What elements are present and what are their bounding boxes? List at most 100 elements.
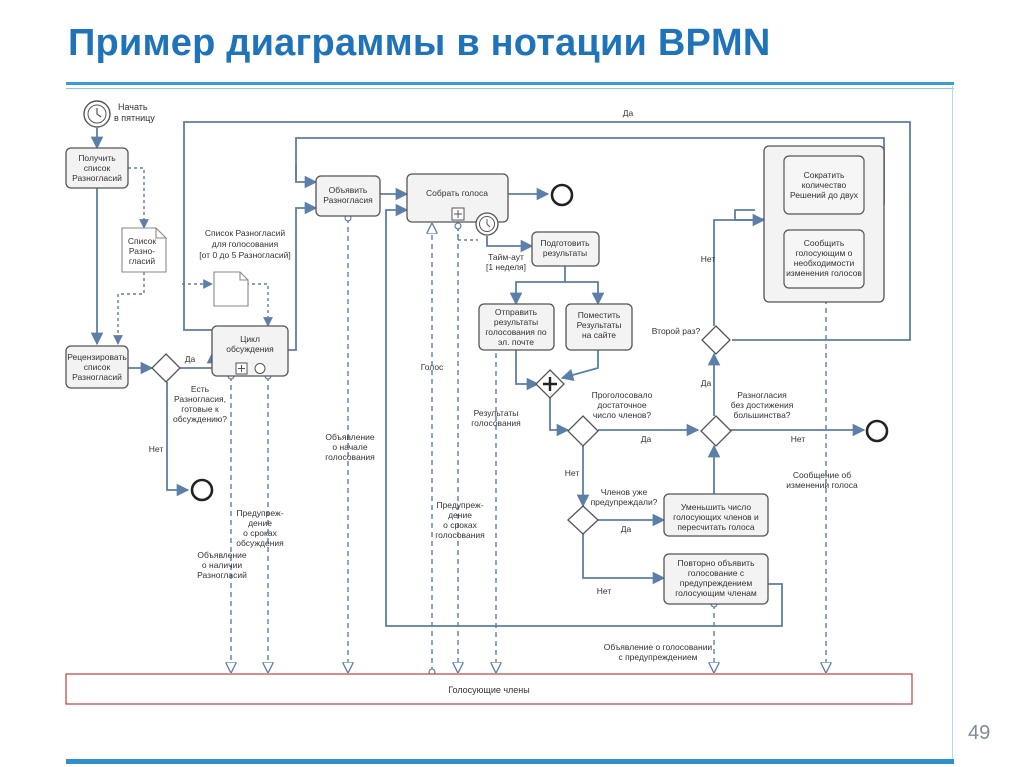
- task-collect-votes-label: Собрать голоса: [426, 188, 488, 198]
- task-review-list: [65, 345, 129, 389]
- msg-vote-start-1: Объявление: [325, 432, 375, 442]
- task-reduce-voters-label-1: Уменьшить число: [681, 502, 751, 512]
- task-collect-votes: [406, 173, 509, 223]
- flow-no-gateway1: Нет: [149, 444, 164, 454]
- msg-results-1: Результаты: [474, 408, 519, 418]
- task-announce-label-1: Объявить: [329, 185, 368, 195]
- data-object-issue-list-vote-label-2: для голосования: [212, 239, 279, 249]
- msg-warning-vote-2: с предупреждением: [618, 652, 697, 662]
- gateway-already-warned: [567, 505, 599, 535]
- flow-yes-no-majority: Да: [701, 378, 712, 388]
- end-event-no-issues: [190, 478, 214, 502]
- task-discussion-cycle-label-2: обсуждения: [226, 344, 274, 354]
- data-object-issue-list-vote-label-3: [от 0 до 5 Разногласий]: [199, 250, 290, 260]
- task-post-results-label-3: на сайте: [582, 330, 616, 340]
- footer-bar: [66, 759, 954, 764]
- task-discussion-cycle: [211, 325, 289, 377]
- data-object-issue-list-label-2: Разно-: [129, 246, 155, 256]
- flow-no-warned: Нет: [597, 586, 612, 596]
- end-event-collect: [550, 183, 574, 207]
- slide-title: Пример диаграммы в нотации BPMN: [68, 22, 771, 64]
- task-prepare-results: [531, 231, 600, 267]
- task-send-results-label-4: эл. почте: [498, 337, 534, 347]
- task-announce-label-2: Разногласия: [323, 195, 373, 205]
- msg-issues-notice-1: Объявление: [197, 550, 247, 560]
- msg-vote-label: Голос: [421, 362, 444, 372]
- parallel-plus-icon: [543, 377, 557, 391]
- task-send-results: [478, 303, 555, 351]
- task-announce: [315, 175, 381, 217]
- end-event-final: [865, 419, 889, 443]
- loop-marker-icon: [254, 363, 266, 374]
- gateway-has-issues-label-1: Есть: [191, 384, 210, 394]
- flow-yes-warned: Да: [621, 524, 632, 534]
- task-send-results-label-2: результаты: [494, 317, 538, 327]
- flow-yes-gateway1: Да: [185, 354, 196, 364]
- task-post-results-label-2: Результаты: [577, 320, 622, 330]
- pool-label: Голосующие члены: [448, 685, 530, 695]
- task-notify-change-label-4: изменения голосов: [786, 268, 862, 278]
- task-post-results-label-1: Поместить: [578, 310, 621, 320]
- msg-warning-vote-1: Объявление о голосовании: [604, 642, 713, 652]
- gateway-enough-voted-label-1: Проголосовало: [592, 390, 653, 400]
- timeout-boundary-timer: [475, 212, 499, 236]
- task-post-results: [565, 303, 633, 351]
- task-reannounce-label-4: голосующим членам: [675, 588, 757, 598]
- start-event-label-1: Начать: [118, 102, 148, 112]
- gateway-second-time: [701, 325, 731, 355]
- gateway-enough-voted-label-3: число членов?: [593, 410, 652, 420]
- task-send-results-label-1: Отправить: [495, 307, 538, 317]
- task-reduce-voters-label-2: голосующих членов и: [673, 512, 759, 522]
- gateway-has-issues-label-2: Разногласия,: [174, 394, 226, 404]
- data-object-issue-list-vote-label-1: Список Разногласий: [205, 228, 286, 238]
- task-notify-change: [783, 229, 865, 289]
- msg-vote-warning-1: Предупреж-: [436, 500, 483, 510]
- msg-discussion-warning-1: Предупреж-: [236, 508, 283, 518]
- data-object-issue-list-label-1: Список: [128, 236, 157, 246]
- gateway-enough-voted: [567, 415, 599, 447]
- flow-yes-enough: Да: [641, 434, 652, 444]
- right-accent-line: [952, 86, 953, 762]
- task-get-list-label-2: список: [84, 163, 111, 173]
- task-reannounce-label-1: Повторно объявить: [677, 558, 755, 568]
- task-notify-change-label-1: Сообщить: [804, 238, 845, 248]
- pool-voting-members: [65, 673, 913, 705]
- gateway-no-majority-label-3: большинства?: [733, 410, 790, 420]
- task-notify-change-label-2: голосующим о: [796, 248, 853, 258]
- flow-no-no-majority: Нет: [791, 434, 806, 444]
- msg-change-1: Сообщение об: [793, 470, 851, 480]
- gateway-no-majority-label-2: без достижения: [731, 400, 794, 410]
- task-review-list-label-1: Рецензировать: [67, 352, 127, 362]
- task-reduce-solutions-label-1: Сократить: [804, 170, 845, 180]
- flow-timeout-label-2: [1 неделя]: [486, 262, 526, 272]
- task-get-list-label-1: Получить: [78, 153, 116, 163]
- start-event-label-2: в пятницу: [114, 113, 155, 123]
- gateway-has-issues: [151, 353, 181, 383]
- flow-yes-top: Да: [623, 108, 634, 118]
- task-reduce-solutions: [783, 155, 865, 215]
- msg-discussion-warning-4: обсуждения: [236, 538, 284, 548]
- task-discussion-cycle-label-1: Цикл: [240, 334, 260, 344]
- task-send-results-label-3: голосования по: [485, 327, 546, 337]
- task-prepare-results-label-1: Подготовить: [540, 238, 590, 248]
- task-reannounce: [663, 553, 769, 605]
- title-underline-thin: [66, 88, 954, 89]
- gateway-no-majority-label-1: Разногласия: [737, 390, 787, 400]
- data-object-issue-list-vote: [213, 271, 249, 307]
- task-get-list: [65, 147, 129, 189]
- data-object-issue-list: [121, 227, 167, 273]
- task-review-list-label-3: Разногласий: [72, 372, 122, 382]
- msg-vote-warning-4: голосования: [435, 530, 485, 540]
- start-timer-event: [83, 100, 111, 128]
- msg-change-2: изменении голоса: [786, 480, 858, 490]
- gateway-already-warned-label-1: Членов уже: [601, 487, 648, 497]
- msg-discussion-warning-2: дение: [248, 518, 272, 528]
- task-reannounce-label-3: предупреждением: [680, 578, 753, 588]
- task-reduce-voters-label-3: пересчитать голоса: [677, 522, 755, 532]
- gateway-enough-voted-label-2: достаточное: [597, 400, 646, 410]
- flow-no-enough: Нет: [565, 468, 580, 478]
- task-prepare-results-label-2: результаты: [543, 248, 587, 258]
- gateway-has-issues-label-3: готовые к: [181, 404, 219, 414]
- msg-vote-start-2: о начале: [332, 442, 367, 452]
